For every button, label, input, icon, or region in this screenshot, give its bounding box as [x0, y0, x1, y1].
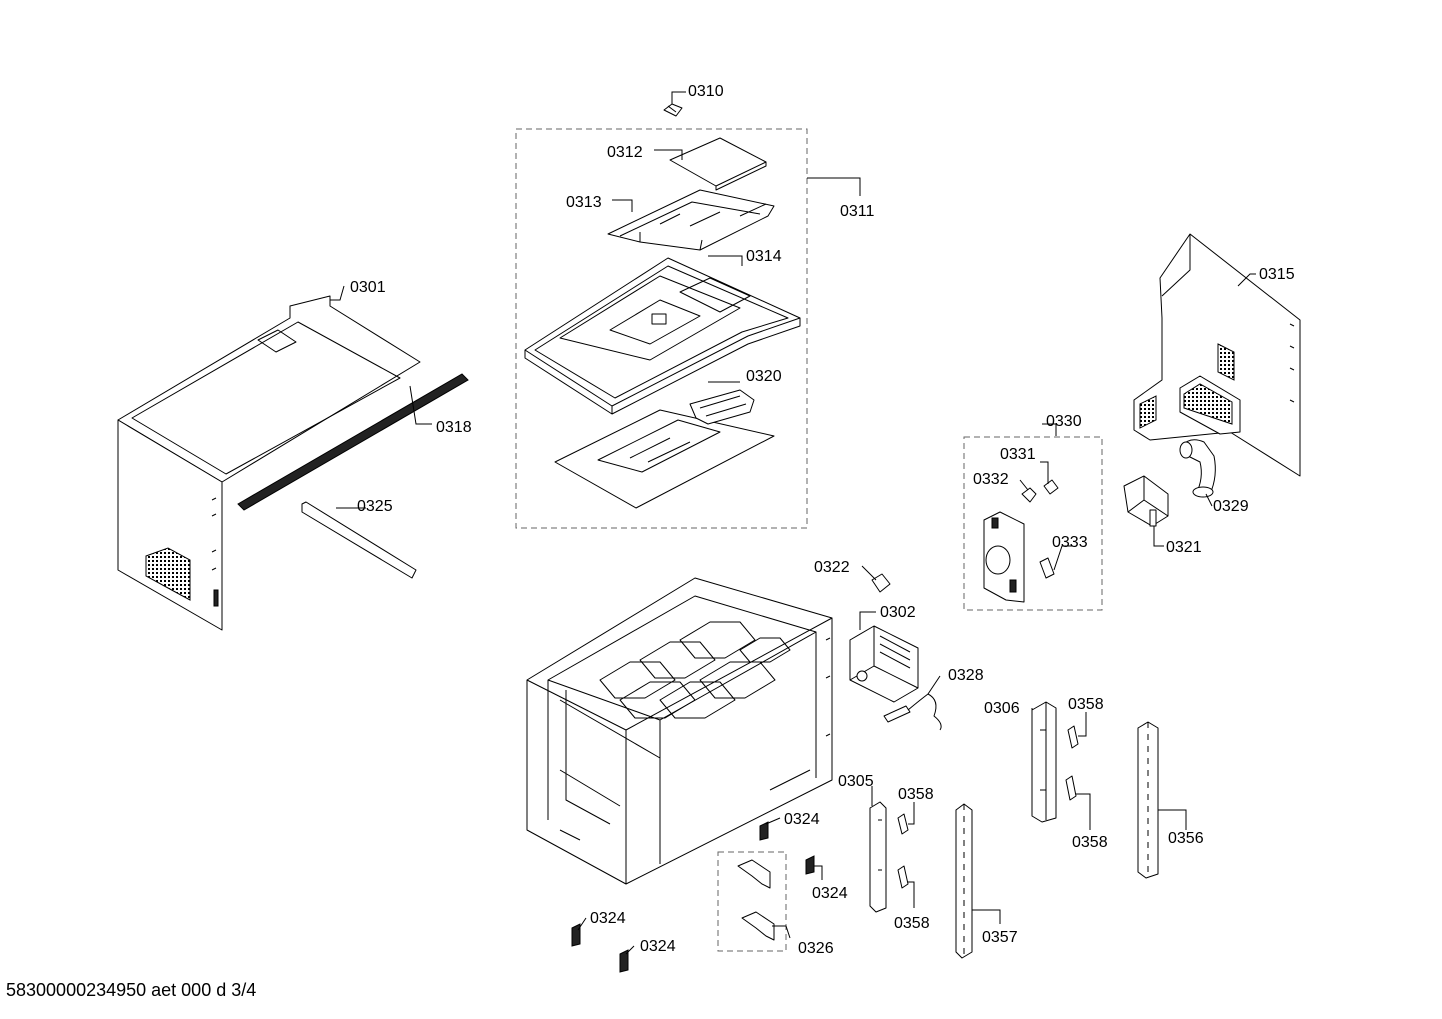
- part-0333-connector[interactable]: [1039, 557, 1055, 579]
- part-0324-foot-a[interactable]: [759, 821, 769, 841]
- label-0324-a: 0324: [784, 811, 820, 828]
- part-0358-clip-c[interactable]: [897, 813, 909, 835]
- part-0301-outer-housing[interactable]: [117, 295, 421, 631]
- oven-cavity-frame: [526, 577, 833, 885]
- label-0312: 0312: [607, 144, 643, 161]
- label-0305: 0305: [838, 773, 874, 790]
- part-0358-clip-a[interactable]: [1067, 725, 1079, 749]
- label-0358-b: 0358: [898, 786, 934, 803]
- label-0311: 0311: [840, 203, 875, 220]
- label-0328: 0328: [948, 667, 984, 684]
- label-0329: 0329: [1213, 498, 1249, 515]
- label-0313: 0313: [566, 194, 602, 211]
- part-0326-brackets[interactable]: [737, 859, 775, 941]
- part-0358-clip-d[interactable]: [897, 865, 909, 889]
- assembly-0330-group-box: [963, 436, 1103, 611]
- label-0332: 0332: [973, 471, 1009, 488]
- part-0324-foot-b[interactable]: [805, 855, 815, 875]
- part-0324-foot-c[interactable]: [571, 923, 581, 947]
- part-0357-rail[interactable]: [955, 803, 973, 959]
- part-0331-switch-b[interactable]: [1043, 479, 1059, 495]
- label-0302: 0302: [880, 604, 916, 621]
- assembly-0311-group-box: [515, 128, 808, 529]
- label-0318: 0318: [436, 419, 472, 436]
- part-0330-switch-holder[interactable]: [983, 511, 1025, 603]
- label-0322: 0322: [814, 559, 850, 576]
- part-0356-rail[interactable]: [1137, 721, 1159, 879]
- leader-lines: [330, 91, 1256, 955]
- part-0324-foot-d[interactable]: [619, 949, 629, 973]
- part-0312-cover[interactable]: [669, 137, 767, 191]
- label-0324-b: 0324: [812, 885, 848, 902]
- label-0325: 0325: [357, 498, 393, 515]
- part-0322-clip[interactable]: [871, 573, 891, 593]
- label-0330: 0330: [1046, 413, 1082, 430]
- label-0324-c: 0324: [590, 910, 626, 927]
- label-0358-d: 0358: [1072, 834, 1108, 851]
- part-0358-clip-b[interactable]: [1065, 775, 1077, 801]
- label-0306: 0306: [984, 700, 1020, 717]
- label-0357: 0357: [982, 929, 1018, 946]
- part-0315-back-panel[interactable]: [1133, 233, 1301, 477]
- label-0314: 0314: [746, 248, 782, 265]
- label-0321: 0321: [1166, 539, 1202, 556]
- label-0320: 0320: [746, 368, 782, 385]
- part-0314-top-plate[interactable]: [524, 257, 801, 415]
- part-0329-duct-elbow[interactable]: [1179, 439, 1216, 498]
- part-0310-clip[interactable]: [663, 103, 683, 117]
- part-0306-bracket[interactable]: [1031, 701, 1057, 823]
- part-0328-sensor-cable[interactable]: [883, 693, 942, 731]
- part-0305-bracket[interactable]: [869, 801, 887, 913]
- label-0315: 0315: [1259, 266, 1295, 283]
- part-0318-seal-strip[interactable]: [237, 373, 469, 511]
- label-0333: 0333: [1052, 534, 1088, 551]
- label-0356: 0356: [1168, 830, 1204, 847]
- part-0302-magnetron[interactable]: [849, 625, 919, 703]
- label-0358-c: 0358: [894, 915, 930, 932]
- label-0310: 0310: [688, 83, 724, 100]
- label-0326: 0326: [798, 940, 834, 957]
- part-0325-strip[interactable]: [301, 501, 417, 579]
- document-code: 58300000234950 aet 000 d 3/4: [6, 980, 257, 1000]
- part-0320-lower-plate[interactable]: [554, 389, 775, 509]
- label-0331: 0331: [1000, 446, 1036, 463]
- part-0313-bracket[interactable]: [607, 189, 775, 251]
- label-0358-a: 0358: [1068, 696, 1104, 713]
- label-0301: 0301: [350, 279, 386, 296]
- label-0324-d: 0324: [640, 938, 676, 955]
- assembly-0326-group-box: [717, 851, 787, 952]
- part-0321-fan-housing[interactable]: [1123, 475, 1169, 527]
- part-0332-switch-a[interactable]: [1021, 487, 1037, 503]
